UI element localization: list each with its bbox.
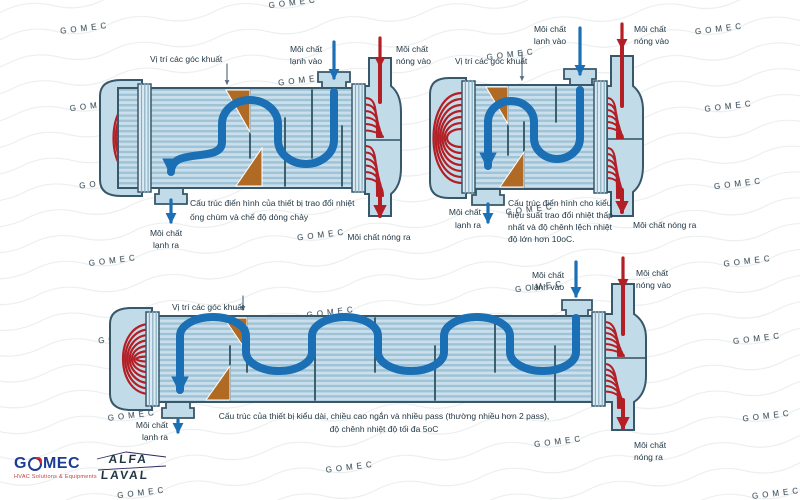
caption-line-4: độ lớn hơn 10oC. — [508, 234, 574, 244]
tube-sheet-right-stripes — [354, 83, 363, 193]
alfa-laval-logo: ALFA LAVAL — [96, 451, 167, 482]
gomec-letter-g: G — [14, 455, 27, 472]
alfa-swash-mid — [97, 465, 167, 471]
caption-line-1: Cấu trúc điển hình của thiết bị trao đổi… — [190, 198, 355, 208]
inlet-nozzle — [563, 68, 597, 86]
tube-sheet-right-stripes — [594, 311, 603, 407]
gomec-logo: G MEC HVAC Solutions & Equipments — [14, 455, 97, 481]
caption-line-1: Cấu trúc của thiết bị kiểu dài, chiều ca… — [219, 411, 550, 421]
hot-in-label-2: nóng vào — [636, 280, 671, 290]
alfa-laval-line1: ALFA — [108, 452, 149, 466]
caption-line-2: độ chênh nhiệt độ tối đa 5oC — [330, 424, 439, 434]
hot-tube-fan-lower — [364, 145, 384, 197]
serpentine-flow-path — [479, 86, 584, 170]
hot-in-label-2: nóng vào — [634, 36, 669, 46]
u-bend-tubes — [121, 322, 152, 396]
alfa-swash-top — [96, 451, 167, 460]
caption-line-2: ống chùm và chế độ dòng chảy — [190, 212, 309, 222]
inlet-nozzle — [317, 71, 351, 89]
gomec-o-icon — [27, 457, 42, 471]
hot-in-label-2: nóng vào — [396, 56, 431, 66]
outlet-nozzle — [154, 187, 188, 205]
tube-sheet-right-stripes — [596, 80, 605, 194]
heat-exchanger-2: Vị trí các góc khuất Môi chất lạnh vào M… — [429, 22, 697, 244]
tube-sheet-left-stripes — [148, 311, 157, 407]
u-bend-tubes — [432, 91, 464, 185]
cold-in-label-1: Môi chất — [290, 44, 323, 54]
outlet-nozzle — [471, 188, 505, 206]
dead-corner-triangle-bottom — [499, 150, 525, 188]
hot-tube-fan-upper — [364, 97, 384, 138]
cold-out-label-2: lạnh ra — [142, 432, 168, 442]
cold-in-label-1: Môi chất — [534, 24, 567, 34]
inlet-nozzle — [561, 299, 593, 317]
hidden-corners-label: Vị trí các góc khuất — [172, 302, 245, 312]
caption-line-2: hiệu suất trao đổi nhiệt thấp — [508, 210, 613, 220]
caption-line-1: Cấu trúc điển hình cho kiểu — [508, 198, 612, 208]
cold-out-label-1: Môi chất — [449, 207, 482, 217]
hot-in-label-1: Môi chất — [634, 24, 667, 34]
serpentine-flow-path — [162, 88, 338, 176]
gomec-letters-mec: MEC — [42, 455, 81, 472]
gomec-tagline: HVAC Solutions & Equipments — [14, 474, 97, 480]
hidden-corners-label: Vị trí các góc khuất — [150, 54, 223, 64]
cold-out-label-2: lạnh ra — [455, 220, 481, 230]
hot-in-label-1: Môi chất — [396, 44, 429, 54]
tube-sheet-left-stripes — [140, 83, 149, 193]
hot-tube-fan-lower — [606, 147, 624, 199]
serpentine-flow-path — [171, 313, 580, 394]
hot-out-label-1: Môi chất — [634, 440, 667, 450]
hot-in-label-1: Môi chất — [636, 268, 669, 278]
outlet-nozzle — [161, 401, 195, 419]
cold-in-label-2: lạnh vào — [532, 282, 564, 292]
hot-tube-fan-upper — [604, 321, 625, 357]
cold-out-label-1: Môi chất — [150, 228, 183, 238]
cold-out-label-1: Môi chất — [136, 420, 169, 430]
heat-exchanger-3: Vị trí các góc khuất Môi chất lạnh vào M… — [109, 256, 671, 462]
hidden-corners-label: Vị trí các góc khuất — [455, 56, 528, 66]
hot-out-label: Môi chất nóng ra — [633, 220, 697, 230]
dead-corner-triangle-bottom — [235, 146, 263, 187]
cold-in-label-2: lạnh vào — [534, 36, 566, 46]
cold-in-label-2: lạnh vào — [290, 56, 322, 66]
hot-tube-fan-lower — [604, 363, 625, 409]
dead-corner-triangle-bottom — [205, 364, 231, 401]
hot-tube-fan-upper — [606, 97, 624, 139]
hot-out-label: Môi chất nóng ra — [347, 232, 411, 242]
heat-exchanger-1: Vị trí các góc khuất Môi chất lạnh vào M… — [99, 36, 431, 250]
tube-sheet-left-stripes — [464, 80, 473, 194]
cold-out-label-2: lạnh ra — [153, 240, 179, 250]
hot-out-label-2: nóng ra — [634, 452, 663, 462]
cold-in-label-1: Môi chất — [532, 270, 565, 280]
alfa-laval-line2: LAVAL — [100, 468, 150, 482]
caption-line-3: nhất và độ chênh lệch nhiệt — [508, 222, 613, 232]
